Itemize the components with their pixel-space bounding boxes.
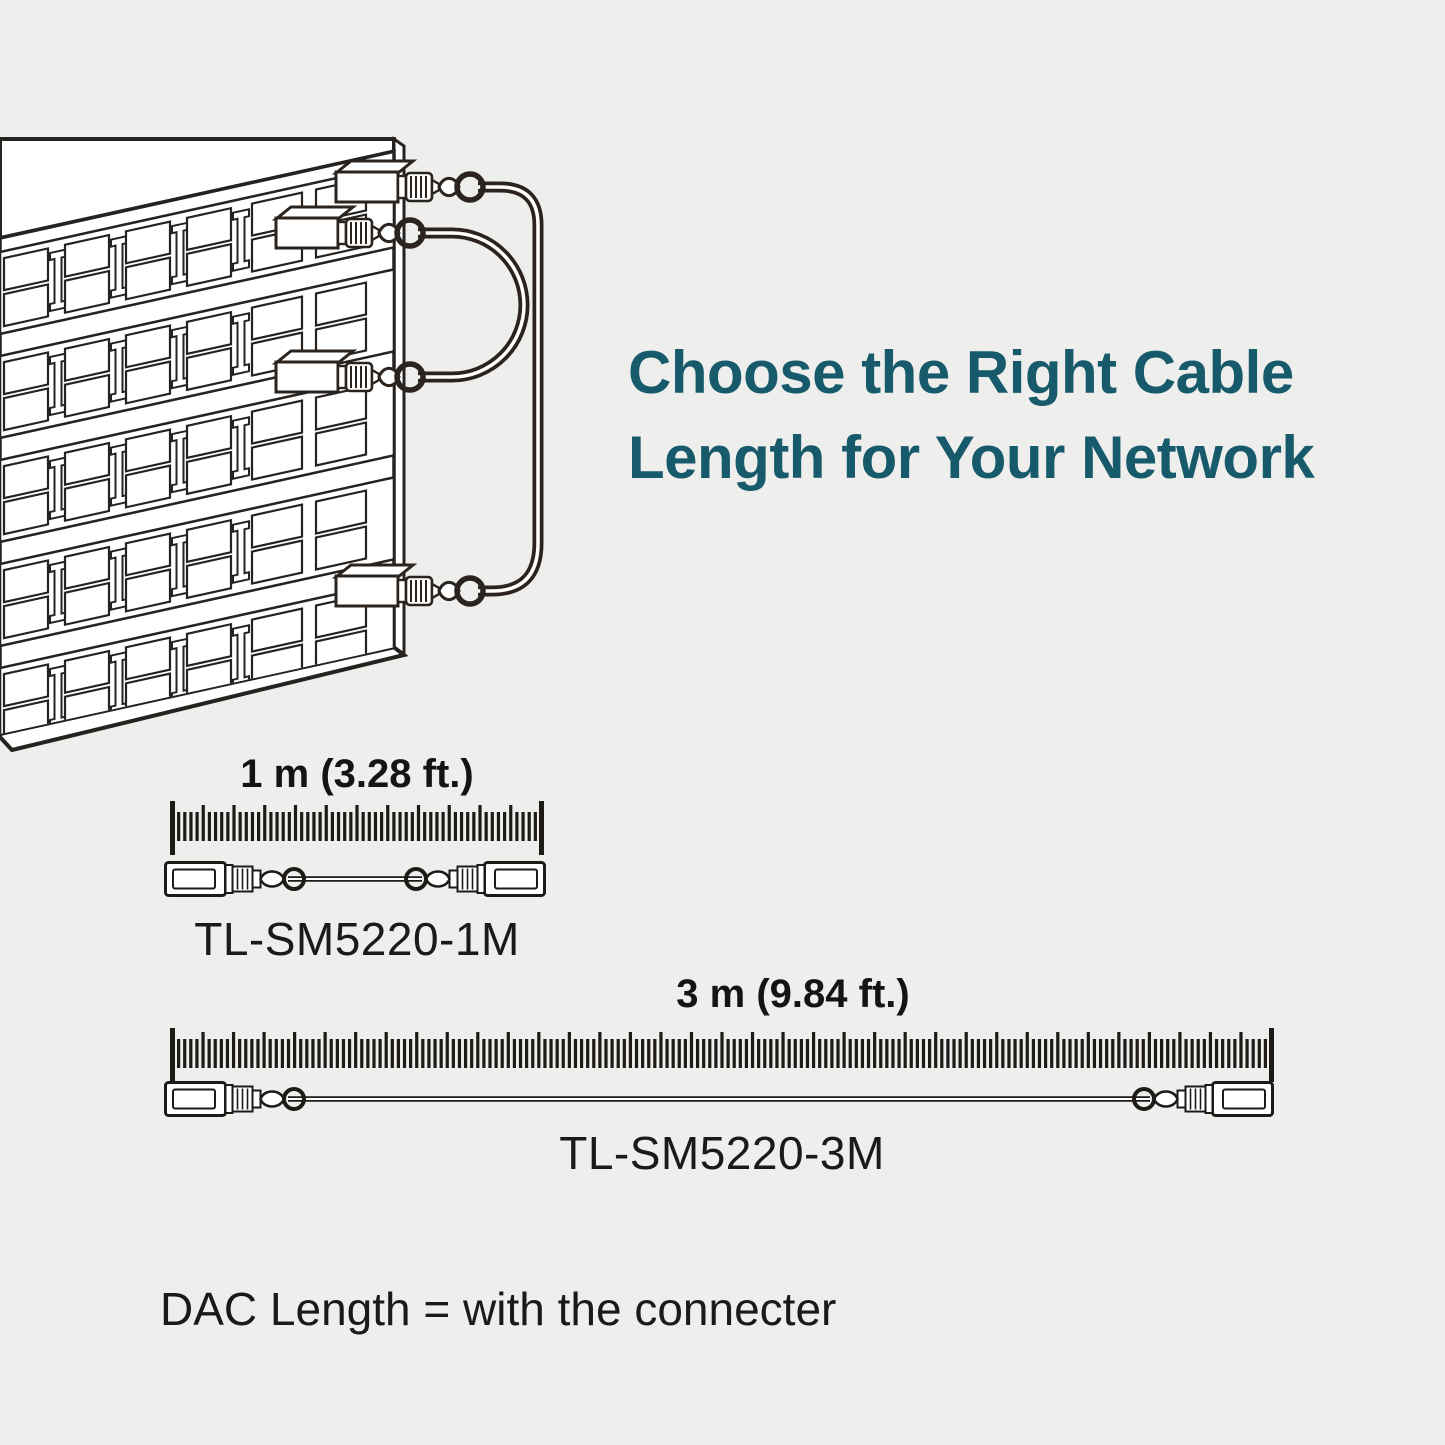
dac-cable-long-loop [478,181,544,597]
ruler-3m [170,1028,1274,1082]
footnote: DAC Length = with the connecter [160,1283,837,1335]
dac-cable-1m-figure [164,860,547,898]
sfp-plug-left [164,1081,306,1117]
sfp-plug-right [1132,1080,1275,1118]
sfp-connector-1 [336,161,483,202]
model-label-3m: TL-SM5220-3M [559,1127,885,1179]
dac-cable-short-loop [418,227,530,383]
model-label-1m: TL-SM5220-1M [194,913,520,965]
sfp-plug-right [404,860,547,898]
ruler-1m [170,801,544,855]
length-label-1m: 1 m (3.28 ft.) [240,752,474,796]
rj45-port-grid [0,163,394,735]
headline-line-2: Length for Your Network [628,424,1315,491]
headline: Choose the Right Cable Length for Your N… [628,330,1408,500]
sfp-connector-4 [336,565,483,606]
sfp-plug-left [164,861,306,897]
headline-line-1: Choose the Right Cable [628,339,1294,406]
dac-cable-3m-figure [164,1080,1275,1118]
length-label-3m: 3 m (9.84 ft.) [676,972,910,1016]
switch-with-dac-cables-illustration [0,136,544,753]
